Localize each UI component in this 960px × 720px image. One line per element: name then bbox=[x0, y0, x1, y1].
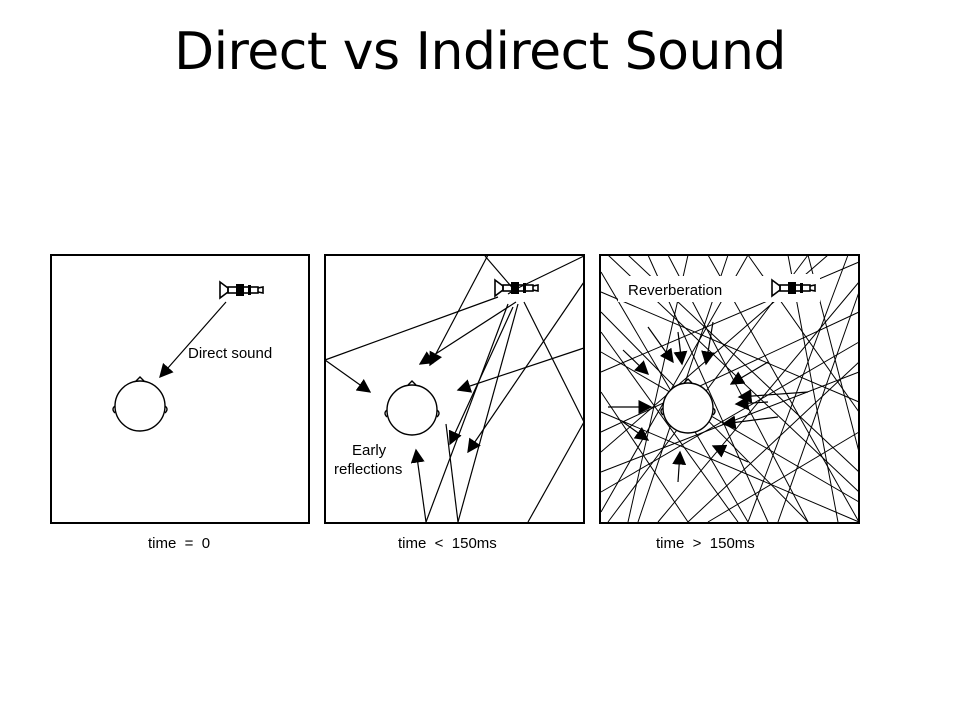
sound-diagram: Direct sound Early reflections bbox=[48, 252, 868, 562]
caption-early: time < 150ms bbox=[398, 535, 497, 552]
direct-sound-label: Direct sound bbox=[188, 345, 272, 362]
direct-ray bbox=[159, 301, 227, 379]
panel-early-reflections: Early reflections bbox=[324, 254, 585, 524]
slide-title: Direct vs Indirect Sound bbox=[174, 22, 786, 82]
reverberation-label: Reverberation bbox=[628, 282, 722, 299]
caption-direct: time = 0 bbox=[148, 535, 210, 552]
panel-frame bbox=[50, 254, 310, 524]
reflections-label: reflections bbox=[334, 461, 402, 478]
early-label: Early bbox=[352, 442, 387, 459]
panel-direct: Direct sound bbox=[50, 254, 310, 524]
panel-reverberation: Reverberation bbox=[599, 254, 860, 524]
caption-reverb: time > 150ms bbox=[656, 535, 755, 552]
panel-frame bbox=[324, 254, 585, 524]
reverberation-label-bg bbox=[618, 276, 768, 302]
